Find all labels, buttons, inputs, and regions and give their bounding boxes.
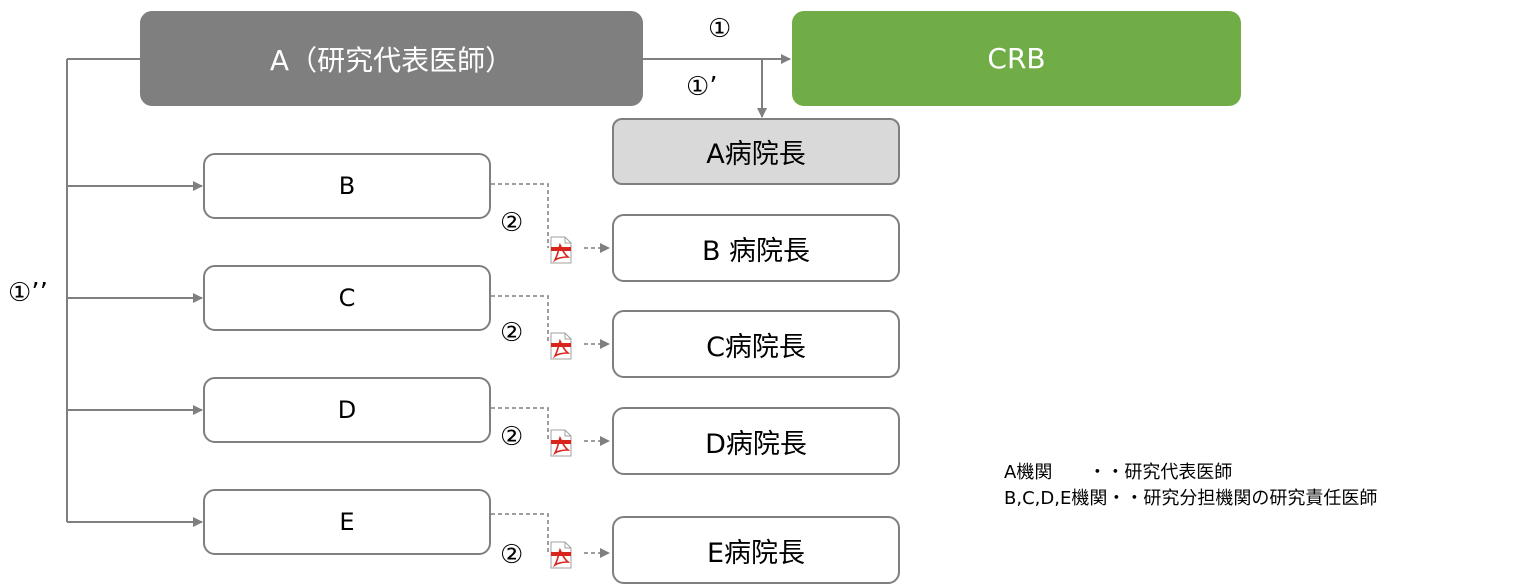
arrowhead-b-hospital — [600, 243, 610, 253]
step2-label-d: ② — [500, 422, 524, 452]
node-b-hospital-director[interactable]: B 病院長 — [612, 214, 900, 282]
pdf-document-icon — [550, 429, 572, 457]
node-d-hospital-director[interactable]: D病院長 — [612, 407, 900, 475]
node-site-d[interactable]: D — [203, 377, 491, 443]
step2-label-c: ② — [500, 318, 524, 348]
node-e-hospital-director[interactable]: E病院長 — [612, 516, 900, 584]
node-site-b[interactable]: B — [203, 153, 491, 219]
step1-double-prime-label: ①’’ — [8, 278, 48, 308]
node-a-label: A（研究代表医師） — [269, 43, 514, 77]
b-hospital-label: B 病院長 — [701, 235, 811, 267]
pdf-document-icon — [550, 236, 572, 264]
node-c-hospital-director[interactable]: C病院長 — [612, 310, 900, 378]
node-a-hospital-label: A病院長 — [706, 139, 806, 170]
step2-label-b: ② — [500, 208, 524, 238]
dash-e-to-hospital — [491, 513, 549, 553]
dash-d-to-hospital — [491, 407, 549, 441]
e-hospital-label: E病院長 — [706, 537, 806, 569]
d-hospital-label: D病院長 — [705, 428, 807, 460]
arrowhead-e-hospital — [600, 548, 610, 558]
site-b-label: B — [338, 172, 356, 200]
arrowhead-c-hospital — [600, 339, 610, 349]
step2-label-e: ② — [500, 540, 524, 570]
step1-prime-label: ①’ — [686, 72, 718, 102]
c-hospital-label: C病院長 — [706, 331, 806, 363]
node-a-principal-investigator[interactable]: A（研究代表医師） — [140, 11, 643, 106]
dash-c-to-hospital — [491, 295, 549, 344]
node-crb[interactable]: CRB — [792, 11, 1241, 106]
site-d-label: D — [337, 396, 357, 424]
site-c-label: C — [338, 284, 356, 312]
step1-label: ① — [708, 14, 732, 44]
pdf-document-icon — [550, 541, 572, 569]
dash-b-to-hospital — [491, 183, 549, 248]
site-e-label: E — [339, 508, 355, 536]
arrowhead-d-hospital — [600, 436, 610, 446]
node-crb-label: CRB — [987, 42, 1046, 75]
node-site-e[interactable]: E — [203, 489, 491, 555]
node-site-c[interactable]: C — [203, 265, 491, 331]
legend-line-bcde: B,C,D,E機関・・研究分担機関の研究責任医師 — [1004, 488, 1378, 509]
legend-line-a: A機関 ・・研究代表医師 — [1004, 462, 1233, 483]
pdf-document-icon — [550, 332, 572, 360]
node-a-hospital-director[interactable]: A病院長 — [612, 118, 900, 185]
legend: A機関 ・・研究代表医師 B,C,D,E機関・・研究分担機関の研究責任医師 — [1004, 460, 1377, 512]
